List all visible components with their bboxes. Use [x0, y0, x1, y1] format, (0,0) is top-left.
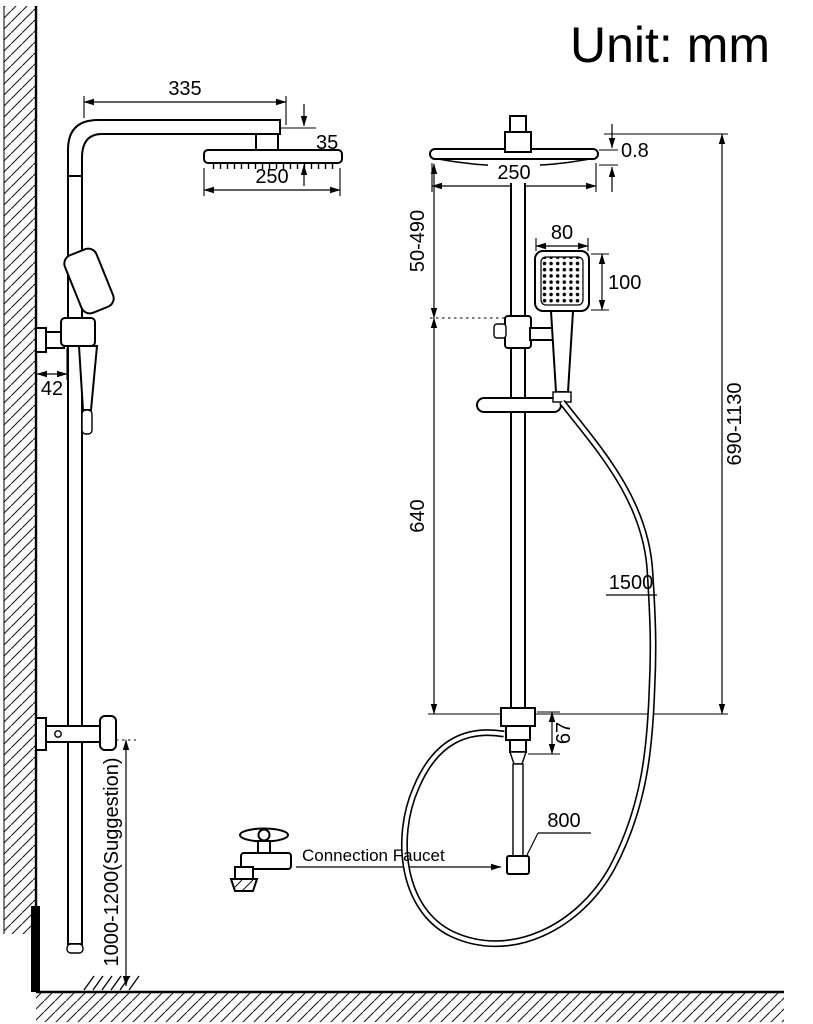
dim-250-right-label-bg [488, 161, 540, 183]
dimension-lines [36, 96, 728, 987]
dim-08-label: 0.8 [621, 140, 649, 162]
faucet-icon [229, 827, 292, 892]
dim-42-label: 42 [41, 378, 63, 400]
dim-800-leader [525, 832, 539, 858]
rain-head-nozzles [208, 163, 338, 169]
inlet-hose-nut [506, 855, 530, 875]
hand-shower-side-head [63, 247, 115, 315]
dim-67-label: 67 [553, 722, 575, 744]
wall-base-bar [31, 906, 40, 992]
left-pipe-bend [67, 119, 281, 181]
lower-bracket-knob [99, 715, 117, 751]
dim-35-label: 35 [316, 132, 338, 154]
page-title: Unit: mm [570, 17, 770, 73]
faucet-stem [257, 840, 271, 854]
left-view [35, 119, 343, 991]
faucet-spout-hatch [234, 880, 254, 890]
left-pipe-endcap [66, 943, 84, 954]
hand-shower-hose-nut [552, 391, 572, 403]
hand-shower-side-handle [77, 345, 99, 411]
lower-bracket-flange [35, 717, 47, 751]
rail-bar [476, 397, 562, 413]
dim-100-label: 100 [608, 272, 641, 294]
slider-clamp [504, 315, 532, 349]
dim-80-label: 80 [551, 222, 573, 244]
dim-50490-label: 50-490 [407, 210, 429, 272]
diverter-cone [509, 751, 527, 765]
wall-and-floor [3, 6, 784, 1022]
hand-shower-holder-clamp [60, 317, 96, 347]
faucet-handle-hub [257, 828, 271, 842]
inlet-hose [512, 763, 524, 859]
dim-1500-label: 1500 [609, 572, 654, 594]
faucet-spout [234, 866, 254, 880]
upper-bracket-flange [35, 327, 47, 353]
diverter-nut [500, 707, 536, 727]
diverter-lower [509, 739, 527, 753]
dim-640-label: 640 [407, 499, 429, 532]
dim-6901130-label: 690-1130 [724, 382, 746, 465]
dim-250-left-label: 250 [255, 166, 288, 188]
shower-hose-inner [402, 400, 655, 946]
left-head-fitting [255, 133, 279, 152]
slider-lever [493, 323, 507, 339]
ground-reference-hatch [83, 975, 140, 991]
lower-bracket-screw [54, 730, 62, 738]
dim-335-label: 335 [168, 78, 201, 100]
wall-hatch [4, 6, 36, 934]
faucet-body [240, 852, 292, 870]
dim-height-label: 1000-1200(Suggestion) [101, 757, 123, 966]
hand-shower-face-dots [540, 256, 584, 306]
right-view [400, 115, 657, 948]
dim-250-right-label: 250 [497, 162, 530, 184]
diverter-body [505, 725, 531, 741]
top-cap-nut [504, 131, 532, 153]
dim-800-label: 800 [547, 810, 580, 832]
top-cap-small [509, 115, 527, 133]
hand-shower-handle [549, 310, 575, 393]
faucet-label: Connection Faucet [302, 846, 445, 865]
hand-shower-side-tail [81, 409, 93, 435]
floor-hatch [36, 993, 784, 1022]
labels: Unit: mm 335 35 250 42 1000-1200(Suggest… [41, 17, 770, 967]
right-pipe [510, 131, 526, 713]
